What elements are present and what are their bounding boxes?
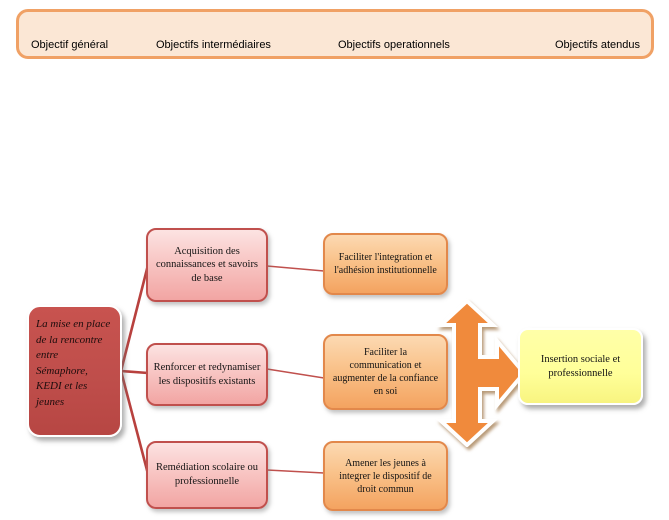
- column-title-operational: Objectifs operationnels: [338, 39, 450, 51]
- node-intermediate-2: Renforcer et redynamiser les dispositifs…: [146, 343, 268, 406]
- connector-intermediate-2-to-operational-2: [266, 368, 325, 379]
- up-down-right-arrow-icon: [435, 299, 527, 447]
- column-title-general: Objectif général: [31, 39, 109, 51]
- column-title-expected: Objectifs atendus: [555, 39, 640, 51]
- connector-general-to-intermediate-1: [119, 264, 150, 372]
- connector-general-to-intermediate-3: [119, 370, 150, 475]
- node-general-objective: La mise en place de la rencontre entre S…: [27, 305, 122, 437]
- node-intermediate-1: Acquisition des connaissances et savoirs…: [146, 228, 268, 302]
- connector-intermediate-3-to-operational-3: [266, 469, 325, 474]
- connector-general-to-intermediate-2: [120, 369, 149, 375]
- up-down-right-arrow-shape: [435, 299, 527, 447]
- node-intermediate-3: Remédiation scolaire ou professionnelle: [146, 441, 268, 509]
- node-expected-result: Insertion sociale et professionnelle: [518, 328, 643, 405]
- legend-header-band: Objectif général Objectifs intermédiaire…: [16, 9, 654, 59]
- node-operational-2: Faciliter la communication et augmenter …: [323, 334, 448, 410]
- node-operational-1: Faciliter l'integration et l'adhésion in…: [323, 233, 448, 295]
- node-operational-3: Amener les jeunes à integrer le disposit…: [323, 441, 448, 511]
- connector-intermediate-1-to-operational-1: [266, 265, 325, 272]
- column-title-intermediate: Objectifs intermédiaires: [156, 39, 271, 51]
